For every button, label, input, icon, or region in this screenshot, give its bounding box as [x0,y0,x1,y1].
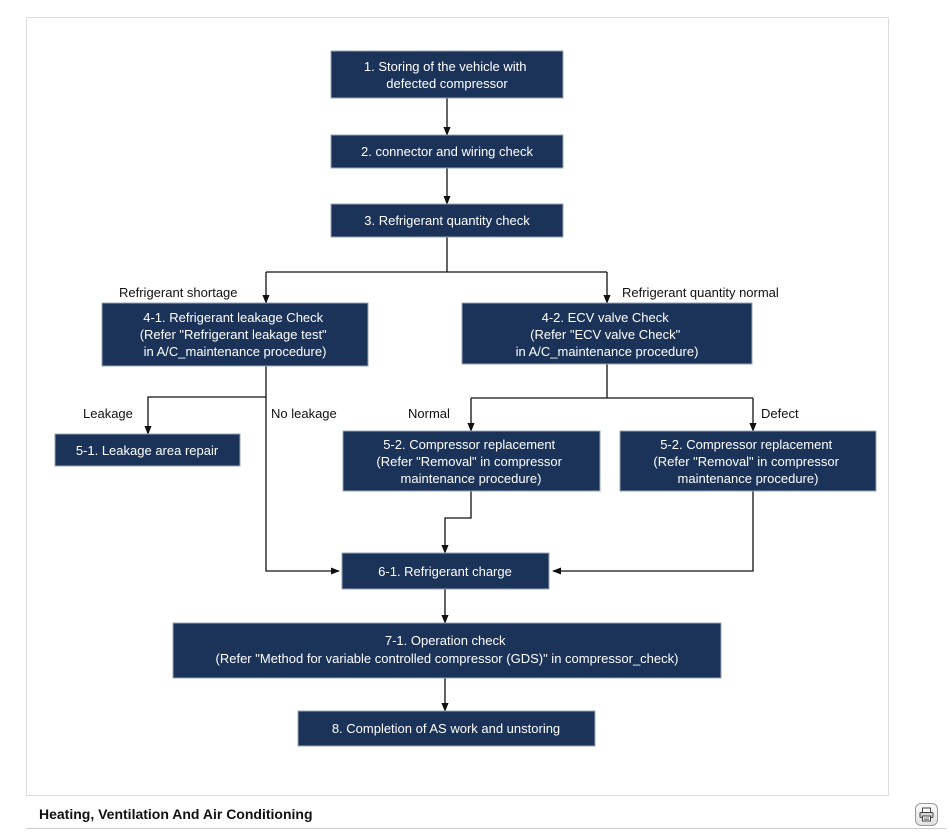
node-box [330,134,564,169]
print-icon [919,807,934,822]
node-text: 5-1. Leakage area repair [76,443,219,458]
node-text: 1. Storing of the vehicle with defected … [364,59,530,91]
node-box [172,622,722,679]
node-leakage-area-repair: 5-1. Leakage area repair [54,433,241,467]
edge-41-51 [144,366,267,435]
edge-42-split [471,364,753,399]
edge-41-61 [265,397,340,575]
node-box [330,50,564,99]
edge-3-split [266,237,607,273]
node-operation-check: 7-1. Operation check (Refer "Method for … [172,622,722,679]
node-text: 6-1. Refrigerant charge [378,564,512,579]
connectors [144,98,757,712]
print-button[interactable] [915,803,938,826]
node-box [330,203,564,238]
edge-52b-61 [552,491,754,575]
node-text: 4-1. Refrigerant leakage Check (Refer "R… [140,310,331,359]
diagram-frame: Refrigerant shortage Refrigerant quantit… [26,17,889,796]
node-text: 4-2. ECV valve Check (Refer "ECV valve C… [516,310,699,359]
label-refrigerant-quantity-normal: Refrigerant quantity normal [622,285,779,300]
node-box [341,552,550,590]
node-text: 5-2. Compressor replacement (Refer "Remo… [653,437,842,486]
node-box [297,710,596,747]
node-storing: 1. Storing of the vehicle with defected … [330,50,564,99]
node-box [101,302,369,367]
node-compressor-replacement-defect: 5-2. Compressor replacement (Refer "Remo… [619,430,877,492]
node-refrigerant-leakage-check: 4-1. Refrigerant leakage Check (Refer "R… [101,302,369,367]
node-box [342,430,601,492]
label-no-leakage: No leakage [271,406,337,421]
label-refrigerant-shortage: Refrigerant shortage [119,285,238,300]
node-completion: 8. Completion of AS work and unstoring [297,710,596,747]
node-ecv-valve-check: 4-2. ECV valve Check (Refer "ECV valve C… [461,302,753,365]
node-compressor-replacement-normal: 5-2. Compressor replacement (Refer "Remo… [342,430,601,492]
node-box [54,433,241,467]
label-defect: Defect [761,406,799,421]
label-leakage: Leakage [83,406,133,421]
node-refrigerant-quantity-check: 3. Refrigerant quantity check [330,203,564,238]
section-title: Heating, Ventilation And Air Conditionin… [39,806,313,822]
node-box [619,430,877,492]
edge-labels: Refrigerant shortage Refrigerant quantit… [83,285,799,421]
label-normal: Normal [408,406,450,421]
node-text: 2. connector and wiring check [361,144,533,159]
footer-divider [26,828,946,829]
node-refrigerant-charge: 6-1. Refrigerant charge [341,552,550,590]
node-text: 8. Completion of AS work and unstoring [332,721,560,736]
node-text: 3. Refrigerant quantity check [364,213,530,228]
node-box [461,302,753,365]
flowchart: Refrigerant shortage Refrigerant quantit… [54,50,877,747]
edge-52a-61 [441,491,472,554]
node-connector-wiring-check: 2. connector and wiring check [330,134,564,169]
node-text: 7-1. Operation check (Refer "Method for … [216,633,679,666]
node-text: 5-2. Compressor replacement (Refer "Remo… [376,437,565,486]
